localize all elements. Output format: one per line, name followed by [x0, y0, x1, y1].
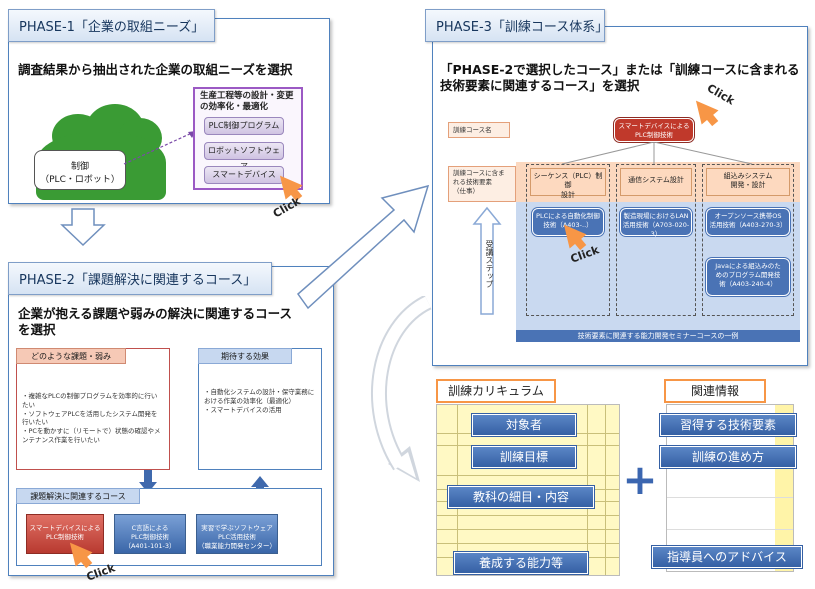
- curriculum-tag-subjects[interactable]: 教科の細目・内容: [448, 486, 594, 508]
- phase3-footer-text: 技術要素に関連する能力開発セミナーコースの一例: [577, 332, 739, 340]
- issues-header: どのような課題・弱み: [16, 348, 126, 364]
- needs-item-plc-program[interactable]: PLC制御プログラム: [204, 117, 284, 135]
- phase3-column-2: [616, 164, 696, 316]
- tech-element-label: 訓練コースに含ま れる技術要素 （仕事）: [448, 166, 516, 202]
- curriculum-title: 訓練カリキュラム: [436, 379, 556, 403]
- related-tag-advice[interactable]: 指導員へのアドバイス: [652, 546, 802, 568]
- course-c-language-plc[interactable]: C言語による PLC制御技術 （A401-101-3）: [114, 514, 186, 554]
- effects-up-arrow-icon: [251, 476, 269, 499]
- top-course-smart-device-plc[interactable]: スマートデバイスによる PLC制御技術: [614, 118, 694, 142]
- curriculum-tag-goal[interactable]: 訓練目標: [472, 446, 576, 468]
- item-open-source-os[interactable]: オープンソース携帯OS 活用技術（A403-270-3）: [706, 208, 790, 236]
- item-lan-utilization[interactable]: 製造現場におけるLAN 活用技術（A703-020-3）: [620, 208, 692, 238]
- courses-header: 課題解決に関連するコース: [16, 488, 140, 504]
- column-2-header: 通信システム設計: [620, 168, 692, 196]
- issues-down-arrow-icon: [139, 470, 157, 493]
- phase1-heading: 調査結果から抽出された企業の取組ニーズを選択: [18, 62, 293, 77]
- phase3-footer-bar: [516, 330, 800, 342]
- curriculum-tag-abilities[interactable]: 養成する能力等: [454, 552, 588, 574]
- course-name-label: 訓練コース名: [448, 122, 510, 138]
- phase3-heading: 「PHASE-2で選択したコース」または「訓練コースに含まれる 技術要素に関連す…: [440, 62, 800, 94]
- phase2-tab: PHASE-2「課題解決に関連するコース」: [8, 262, 272, 295]
- phase3-tab: PHASE-3「訓練コース体系」: [425, 9, 608, 42]
- phase3-tree-lines: [561, 142, 753, 165]
- issues-text: ・複雑なPLCの制御プログラムを効率的に行いたい ・ソフトウェアPLCを活用した…: [22, 392, 161, 444]
- column-1-header: シーケンス（PLC）制御 設計: [530, 168, 606, 199]
- step-up-arrow-icon: [472, 206, 502, 315]
- phase1-dashed-connector: [123, 131, 196, 165]
- arrow-to-phase3-icon: [296, 184, 430, 310]
- related-tag-tech-elements[interactable]: 習得する技術要素: [660, 414, 796, 436]
- related-tag-method[interactable]: 訓練の進め方: [660, 446, 796, 468]
- column-3-header: 組込みシステム 開発・設計: [706, 168, 790, 196]
- needs-title: 生産工程等の設計・変更 の効率化・最適化: [200, 91, 294, 113]
- phase3-column-3: [702, 164, 794, 316]
- tree-label-box: 制御 （PLC・ロボット）: [34, 150, 126, 190]
- item-java-embedded[interactable]: Javaによる組込みのた めのプログラム開発技 術（A403-240-4）: [706, 258, 790, 296]
- plus-icon: +: [622, 455, 658, 504]
- step-label: 受講ステップ: [485, 240, 494, 288]
- curriculum-tag-target[interactable]: 対象者: [472, 414, 576, 436]
- issues-box: [16, 348, 170, 470]
- course-software-plc[interactable]: 実習で学ぶソフトウェア PLC活用技術 （職業能力開発センター）: [196, 514, 278, 554]
- curved-arrow-icon: [371, 296, 432, 482]
- phase3-column-1: [526, 164, 610, 316]
- phase1-tab: PHASE-1「企業の取組ニーズ」: [8, 9, 216, 42]
- related-title: 関連情報: [664, 379, 766, 403]
- phase2-heading: 企業が抱える課題や弱みの解決に関連するコース を選択: [18, 306, 293, 338]
- arrow-down-icon: [60, 208, 106, 247]
- effects-header: 期待する効果: [198, 348, 292, 364]
- effects-box: [198, 348, 322, 470]
- effects-text: ・自動化システムの設計・保守業務における作業の効率化（最適化） ・スマートデバイ…: [204, 388, 315, 414]
- needs-item-robot-software[interactable]: ロボットソフトウェア: [204, 142, 284, 171]
